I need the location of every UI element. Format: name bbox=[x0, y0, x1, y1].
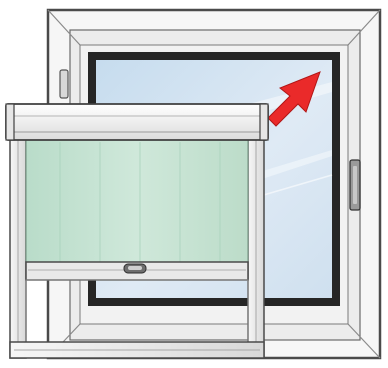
pull-handle-grip bbox=[128, 266, 142, 270]
window-handle-grip bbox=[353, 166, 357, 204]
cassette-end-cap-right bbox=[260, 104, 268, 140]
cassette-box bbox=[6, 104, 268, 140]
cassette-end-cap-left bbox=[6, 104, 14, 140]
screen-mesh bbox=[26, 140, 248, 264]
window-hinge-icon bbox=[60, 70, 68, 98]
